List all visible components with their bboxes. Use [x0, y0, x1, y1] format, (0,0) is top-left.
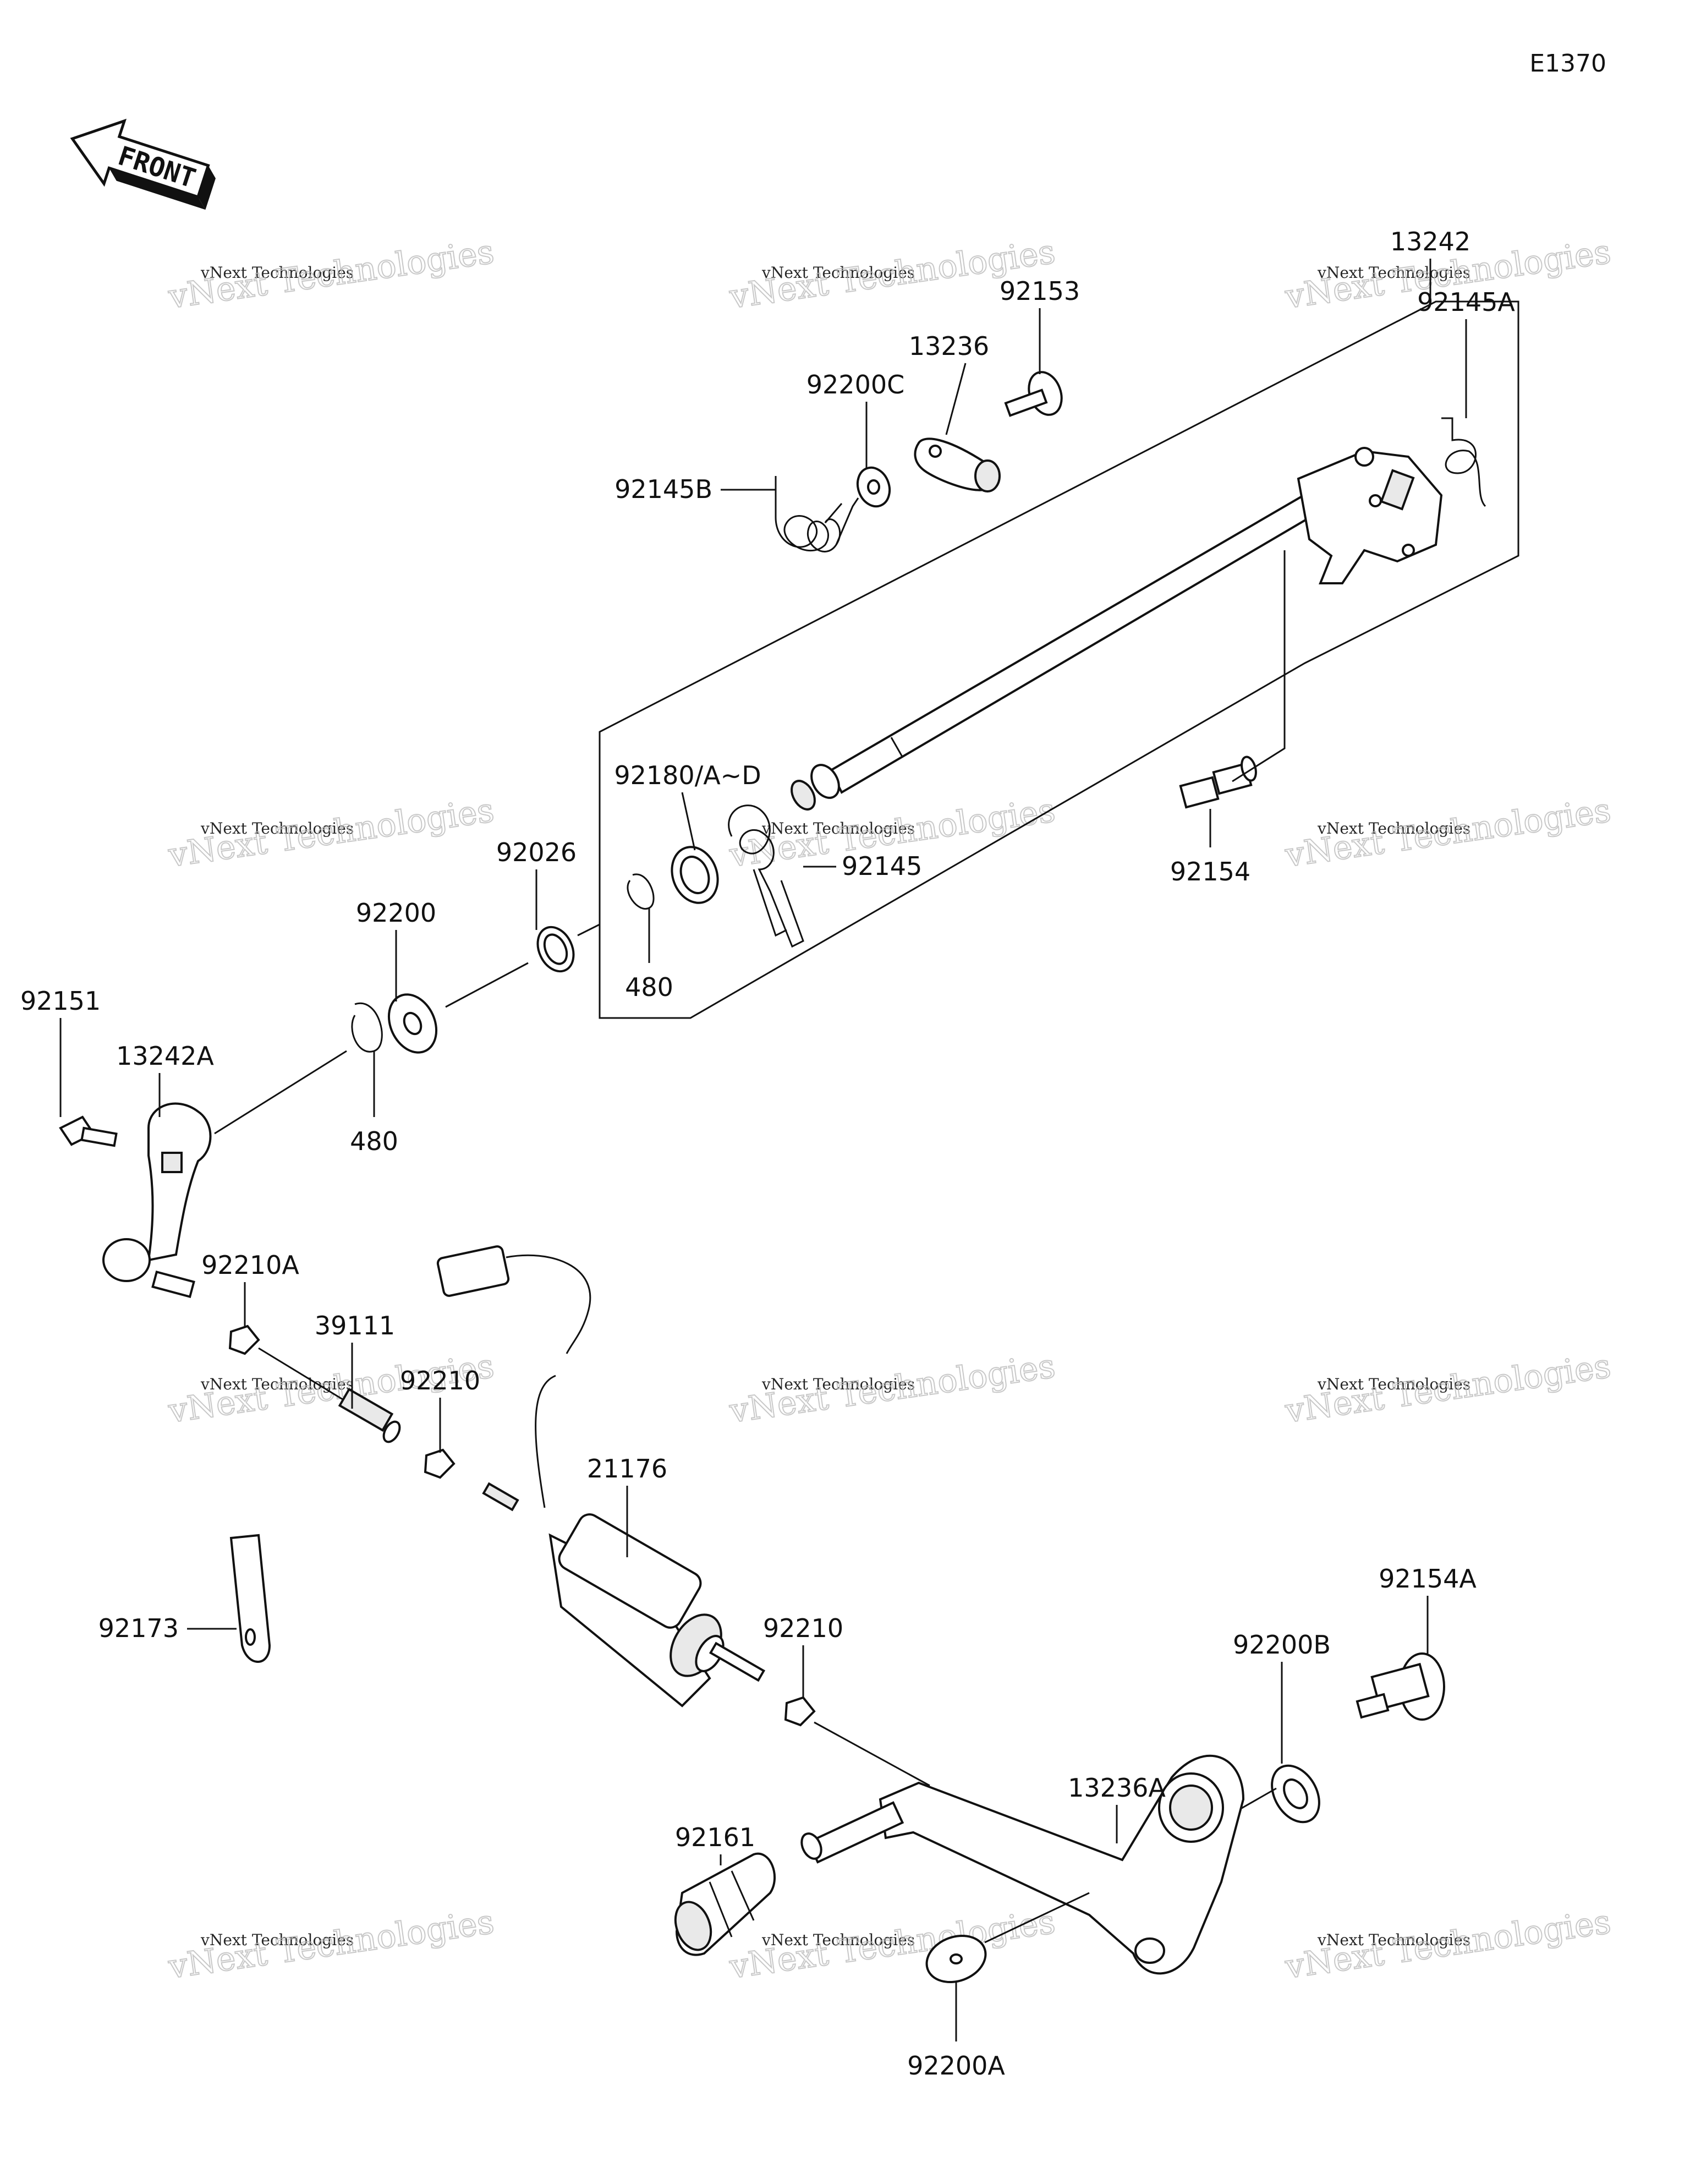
washer-92200-icon	[387, 993, 438, 1054]
seal-92180-icon	[671, 846, 719, 904]
assembly-group-outline	[599, 300, 1519, 1019]
part-label-92154[interactable]: 92154	[1170, 857, 1250, 886]
shift-shaft	[791, 447, 1443, 811]
part-label-13242[interactable]: 13242	[1390, 227, 1470, 256]
pin-92154-icon	[1179, 756, 1257, 809]
circlip-480b-icon	[351, 1002, 383, 1053]
part-label-92210a[interactable]: 92210	[400, 1366, 480, 1395]
watermark-big-8: vNext Technologies	[727, 1347, 1057, 1431]
bolt-92151-icon	[59, 1115, 118, 1147]
part-label-92210A[interactable]: 92210A	[201, 1250, 299, 1280]
part-label-13236[interactable]: 13236	[909, 331, 989, 361]
circlip-480a-icon	[627, 873, 655, 910]
watermark-big-4: vNext Technologies	[166, 791, 496, 875]
part-label-92145B[interactable]: 92145B	[614, 474, 712, 504]
part-label-92153[interactable]: 92153	[1000, 276, 1080, 306]
plate-92173-icon	[229, 1534, 271, 1663]
watermark-small-1: vNext Technologies	[200, 264, 354, 282]
watermark-small-6: vNext Technologies	[1317, 819, 1470, 838]
watermark-small-4: vNext Technologies	[200, 819, 354, 838]
watermark-small-3: vNext Technologies	[1317, 264, 1470, 282]
part-label-92161[interactable]: 92161	[675, 1822, 755, 1852]
part-label-92145[interactable]: 92145	[842, 851, 922, 881]
part-label-13236A[interactable]: 13236A	[1068, 1773, 1166, 1803]
spring-92145B-icon	[775, 476, 859, 552]
nut-92210b-icon	[784, 1696, 816, 1727]
part-label-13242A[interactable]: 13242A	[116, 1041, 214, 1071]
watermark-big-9: vNext Technologies	[1282, 1347, 1613, 1431]
watermark-small-2: vNext Technologies	[761, 264, 915, 282]
plate-13236-icon	[914, 437, 1001, 492]
part-label-92200B[interactable]: 92200B	[1233, 1630, 1331, 1660]
part-label-480b[interactable]: 480	[350, 1126, 398, 1156]
spring-92145-icon	[728, 804, 804, 948]
bolt-92153-icon	[1004, 371, 1063, 417]
part-label-21176[interactable]: 21176	[587, 1454, 667, 1484]
spring-92145A-icon	[1441, 417, 1486, 507]
watermark-big-10: vNext Technologies	[166, 1903, 496, 1986]
part-label-92154A[interactable]: 92154A	[1379, 1564, 1477, 1594]
washer-92200A-icon	[925, 1934, 987, 1984]
nut-92210A-icon	[228, 1324, 260, 1355]
watermark-small-11: vNext Technologies	[761, 1931, 915, 1949]
shift-lever-13242A-icon	[102, 1102, 212, 1299]
leader-lines	[59, 259, 1467, 2041]
shift-sensor-21176-icon	[436, 1245, 766, 1707]
part-labels: 13242 92153 92145A 13236 92200C 92145B 9…	[20, 227, 1516, 2081]
part-label-92200C[interactable]: 92200C	[806, 370, 904, 399]
part-label-39111[interactable]: 39111	[315, 1311, 395, 1340]
watermark-big-6: vNext Technologies	[1282, 791, 1613, 875]
part-label-92200A[interactable]: 92200A	[907, 2051, 1005, 2081]
part-label-92173[interactable]: 92173	[98, 1613, 179, 1643]
watermark-small-12: vNext Technologies	[1317, 1931, 1470, 1949]
watermark-small-10: vNext Technologies	[200, 1931, 354, 1949]
part-label-92026[interactable]: 92026	[496, 838, 577, 867]
rubber-92161-icon	[674, 1852, 776, 1956]
watermark-small-9: vNext Technologies	[1317, 1375, 1470, 1393]
part-label-480a[interactable]: 480	[625, 972, 673, 1002]
part-label-92151[interactable]: 92151	[20, 986, 101, 1016]
watermark-small-8: vNext Technologies	[761, 1375, 915, 1393]
washer-92026-icon	[536, 926, 575, 973]
pin-92154A-icon	[1356, 1652, 1445, 1721]
watermark-big-12: vNext Technologies	[1282, 1903, 1613, 1986]
watermark-big-1: vNext Technologies	[166, 233, 496, 316]
watermark-big-11: vNext Technologies	[727, 1903, 1057, 1986]
diagram-code: E1370	[1529, 50, 1606, 78]
watermark-small-5: vNext Technologies	[761, 819, 915, 838]
part-label-92180[interactable]: 92180/A~D	[614, 760, 761, 790]
part-label-92200[interactable]: 92200	[356, 898, 436, 928]
front-arrow-icon: FRONT	[70, 118, 216, 210]
nut-92210a-icon	[424, 1448, 456, 1479]
washer-92200C-icon	[856, 466, 891, 508]
washer-92200B-icon	[1271, 1764, 1320, 1824]
part-label-92145A[interactable]: 92145A	[1417, 287, 1515, 317]
shift-pedal-13236A-icon	[800, 1754, 1245, 1975]
part-label-92210b[interactable]: 92210	[763, 1613, 843, 1643]
